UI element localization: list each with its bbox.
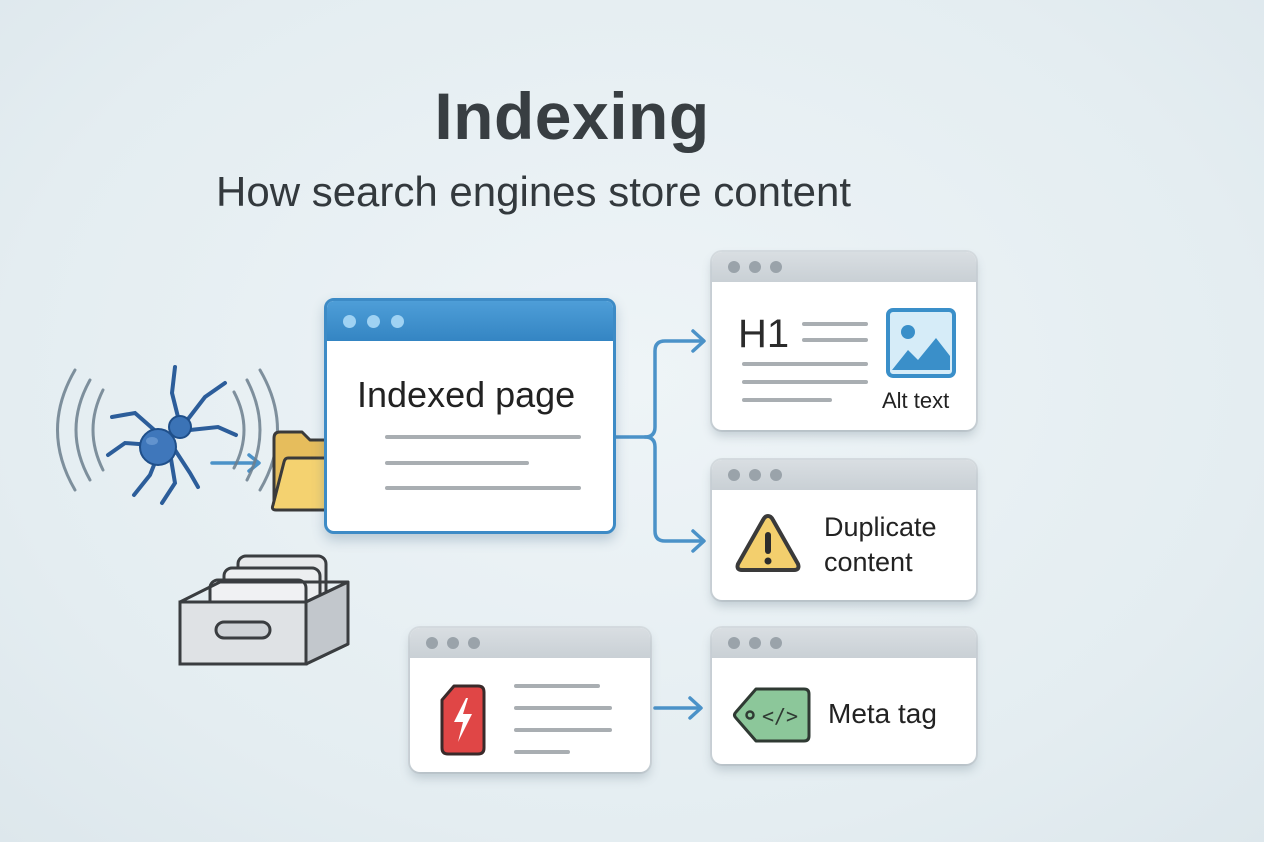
- text-line: [802, 322, 868, 326]
- text-line: [742, 398, 832, 402]
- file-drawer-icon: [178, 554, 350, 666]
- duplicate-label-line2: content: [824, 547, 913, 577]
- window-dot: [391, 315, 404, 328]
- window-titlebar: [327, 301, 613, 341]
- spider-icon: [56, 365, 279, 505]
- window-titlebar: [712, 628, 976, 658]
- code-tag-icon: </>: [733, 687, 811, 743]
- text-line: [742, 362, 868, 366]
- window-titlebar: [712, 460, 976, 490]
- headings-card: H1 Alt text: [712, 252, 976, 430]
- meta-tag-label: Meta tag: [828, 698, 937, 729]
- text-line: [514, 684, 600, 688]
- text-line: [385, 461, 529, 465]
- window-titlebar: [712, 252, 976, 282]
- window-dot: [343, 315, 356, 328]
- code-glyph: </>: [762, 704, 798, 728]
- source-document-card: [410, 628, 650, 772]
- page-subtitle: How search engines store content: [216, 168, 852, 215]
- alt-text-label: Alt text: [882, 388, 950, 413]
- window-dot: [367, 315, 380, 328]
- duplicate-label-line1: Duplicate: [824, 512, 937, 542]
- warning-icon: [735, 514, 801, 572]
- text-line: [385, 486, 581, 490]
- duplicate-content-card: Duplicate content: [712, 460, 976, 600]
- h1-label: H1: [738, 312, 790, 356]
- text-line: [514, 706, 612, 710]
- text-line: [514, 750, 570, 754]
- text-line: [742, 380, 868, 384]
- pdf-flash-icon: [440, 684, 486, 756]
- text-line: [802, 338, 868, 342]
- indexed-page-window: Indexed page: [324, 298, 616, 534]
- indexed-page-label: Indexed page: [357, 374, 576, 415]
- text-line: [385, 435, 581, 439]
- page-title: Indexing: [434, 79, 710, 153]
- text-line: [514, 728, 612, 732]
- window-titlebar: [410, 628, 650, 658]
- meta-tag-card: </> Meta tag: [712, 628, 976, 764]
- image-icon: [886, 308, 956, 378]
